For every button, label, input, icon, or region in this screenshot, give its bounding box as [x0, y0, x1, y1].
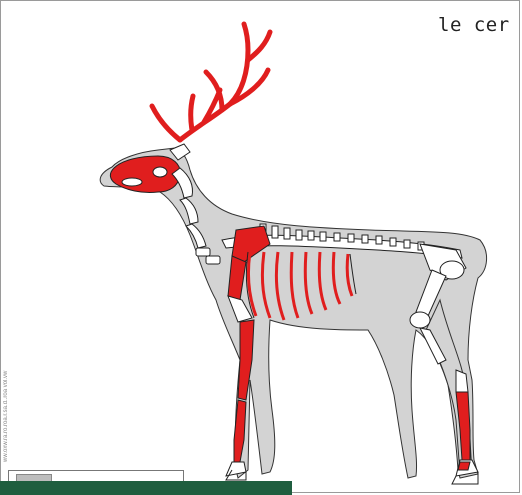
- bottom-status-bar: [0, 481, 292, 495]
- antler-icon: [152, 24, 270, 140]
